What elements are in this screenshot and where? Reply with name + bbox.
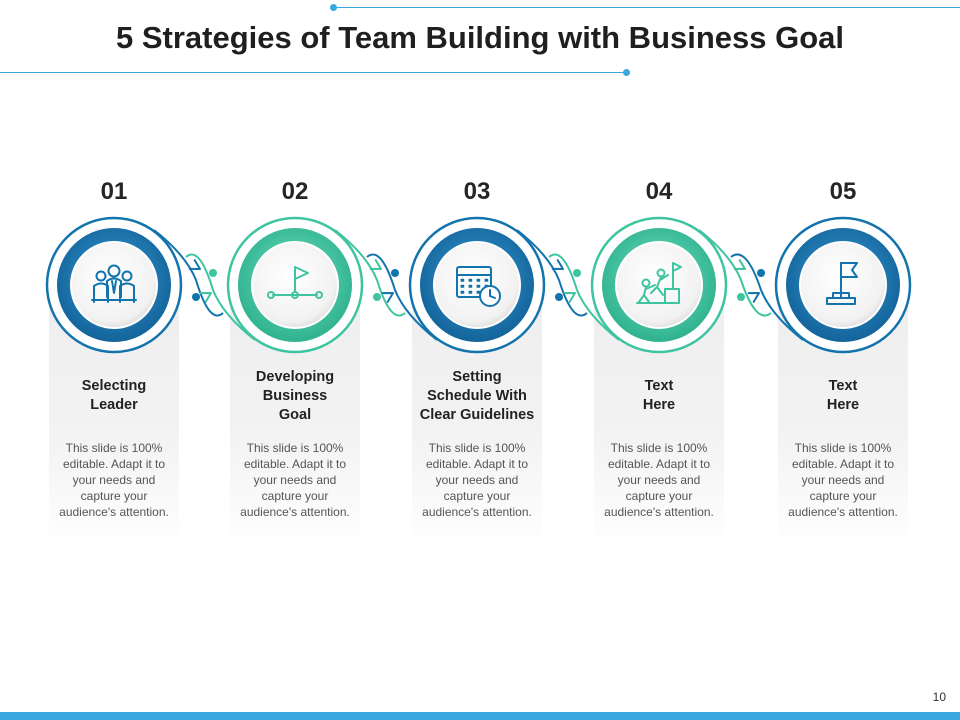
page-title: 5 Strategies of Team Building with Busin… [115,20,845,55]
step-description-line: editable. Adapt it to [791,457,895,471]
calendar-clock-icon [456,266,501,307]
connector-dot [555,293,563,301]
connector-curve [548,253,620,341]
step-title-line: Leader [90,397,138,413]
connector-dot [209,269,217,277]
step-number: 05 [829,178,857,205]
connector-dot [573,269,581,277]
header-dot-top [330,4,337,11]
step-title-line: Setting [452,369,502,385]
step-title-line: Business [262,388,328,404]
step-description-line: This slide is 100% [246,441,344,455]
header-line-top [334,7,960,8]
step-title-line: Text [644,378,674,394]
step-description-line: your needs and [801,473,885,487]
step-title-line: Here [826,397,860,413]
connector-dot [757,269,765,277]
connector-arrow [563,292,576,303]
goal-path-flag-icon [267,266,323,299]
step-title-line: Selecting [81,378,147,394]
step-description-line: capture your [443,489,511,503]
goal-flag-icon [826,262,858,305]
step-number: 03 [463,178,491,205]
step-number: 01 [100,178,128,205]
step-description-line: your needs and [435,473,519,487]
step-description-line: This slide is 100% [428,441,526,455]
step-circle [590,216,728,354]
step-description: This slide is 100% editable. Adapt it to y… [48,440,180,520]
connector-curve [516,229,588,317]
step-description-line: This slide is 100% [610,441,708,455]
step-circle [45,216,183,354]
step-description-line: audience's attention. [788,505,898,519]
step-description-line: audience's attention. [59,505,169,519]
step-description-line: editable. Adapt it to [425,457,529,471]
header-dot-bottom [623,69,630,76]
step-circle [774,216,912,354]
step-description-line: audience's attention. [240,505,350,519]
step-title-line: Schedule With [427,388,527,404]
header-line-bottom [0,72,626,73]
step-description-line: editable. Adapt it to [62,457,166,471]
climbing-team-icon [636,262,682,304]
connector-arrow [551,259,564,270]
step-description: This slide is 100% editable. Adapt it to y… [411,440,543,520]
connector-curve [698,229,772,317]
connector-curve [153,229,224,317]
connector-arrow [199,292,212,303]
step-description-line: your needs and [253,473,337,487]
connector-dot [192,293,200,301]
step-title-line: Here [642,397,676,413]
step-description-line: editable. Adapt it to [243,457,347,471]
step-description-line: This slide is 100% [65,441,163,455]
page-number: 10 [932,690,946,704]
step-description-line: capture your [80,489,148,503]
step-description-line: capture your [261,489,329,503]
connector-curve [366,253,438,341]
step-title-line: Clear Guidelines [419,407,535,423]
connector-dot [391,269,399,277]
step-description: This slide is 100% editable. Adapt it to y… [229,440,361,520]
step-title-line: Goal [278,407,312,423]
connector-curve [185,253,256,341]
bottom-accent-bar [0,712,960,720]
step-description-line: your needs and [617,473,701,487]
step-description: This slide is 100% editable. Adapt it to y… [777,440,909,520]
step-title-line: Developing [255,369,335,385]
step-number: 04 [645,178,673,205]
step-title-line: Text [828,378,858,394]
step-description-line: audience's attention. [604,505,714,519]
connector-dot [373,293,381,301]
connector-dot [737,293,745,301]
step-description-line: capture your [625,489,693,503]
step-description: This slide is 100% editable. Adapt it to y… [593,440,725,520]
connector-curve [334,229,406,317]
step-number: 02 [281,178,309,205]
connector-arrow [381,292,394,303]
team-leader-icon [91,264,137,303]
connector-arrow [747,292,760,303]
step-description-line: This slide is 100% [794,441,892,455]
step-description-line: capture your [809,489,877,503]
connector-arrow [188,259,201,270]
connector-curve [730,253,804,341]
step-description-line: your needs and [72,473,156,487]
connector-arrow [369,259,382,270]
step-description-line: editable. Adapt it to [607,457,711,471]
step-description-line: audience's attention. [422,505,532,519]
connector-arrow [733,259,746,270]
